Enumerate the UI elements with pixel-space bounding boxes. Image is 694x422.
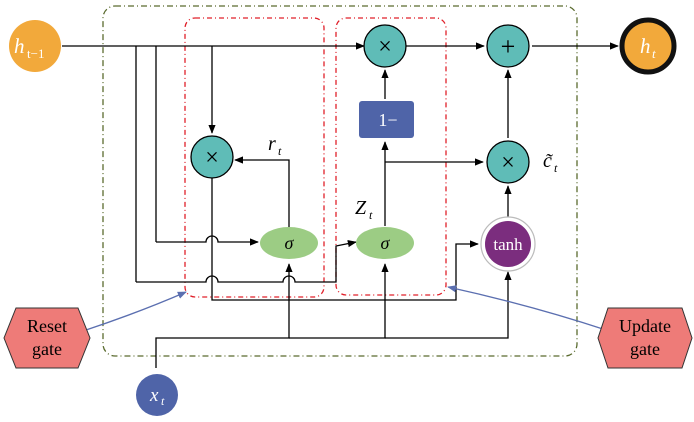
h-prev-base: h [14,34,25,58]
update-gate-line2: gate [630,339,660,359]
reset-gate-line1: Reset [27,316,67,336]
one-minus-node: 1− [359,101,414,138]
candidate-multiply-node: × [486,140,530,184]
multiply-icon: × [205,145,219,171]
h-prev-sub: t−1 [27,46,44,61]
h-prev-node: h t−1 [9,20,61,72]
reset-multiply-node: × [190,135,234,179]
tanh-node: tanh [480,216,536,272]
reset-gate-callout: Reset gate [3,307,91,369]
gru-cell-boundary [102,5,578,357]
update-gate-line1: Update [619,316,671,336]
r-t-label: r t [268,133,282,158]
svg-text:r: r [268,133,276,155]
x-t-node: x t [136,374,178,416]
reset-sigma-node: σ [260,227,318,259]
add-node: + [486,24,530,68]
reset-gate-pointer [85,291,187,331]
h-t-sub: t [652,46,656,61]
svg-text:c̃: c̃ [543,150,553,172]
svg-text:t: t [369,208,373,222]
svg-text:Z: Z [355,197,367,219]
plus-icon: + [501,32,516,61]
update-sigma-node: σ [356,227,414,259]
sigma-icon: σ [381,233,391,253]
h-t-base: h [640,34,651,58]
update-gate-callout: Update gate [597,307,693,369]
sigma-icon: σ [285,233,295,253]
x-t-base: x [149,385,159,406]
x-t-sub: t [161,394,165,408]
update-multiply-node: × [363,24,407,68]
reset-gate-line2: gate [32,339,62,359]
h-t-node: h t [619,17,677,75]
z-t-label: Z t [355,197,373,222]
c-tilde-label: c̃ t [543,150,558,175]
update-gate-pointer [447,285,607,331]
svg-text:t: t [278,144,282,158]
reset-gate-boundary [184,17,325,298]
update-gate-boundary [335,17,447,296]
multiply-icon: × [378,34,392,60]
multiply-icon: × [501,150,515,176]
svg-text:t: t [554,161,558,175]
one-minus-label: 1− [378,110,397,130]
tanh-label: tanh [493,235,523,254]
